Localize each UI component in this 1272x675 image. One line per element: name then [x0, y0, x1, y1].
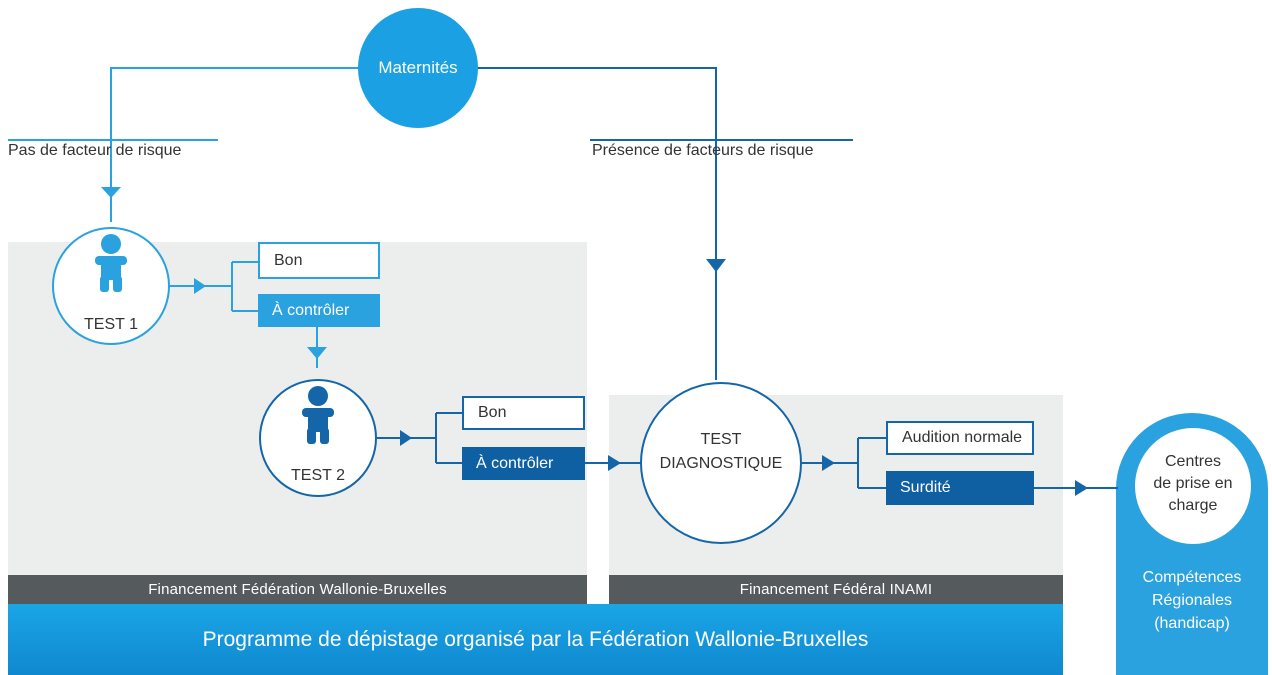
test1-check-label: À contrôler [272, 301, 350, 319]
test1-good-box: Bon [258, 242, 380, 279]
centres-line2: de prise en [1153, 475, 1233, 492]
centres-label: Centres de prise en charge [1135, 451, 1251, 517]
risk-factors-label: Présence de facteurs de risque [592, 142, 814, 159]
competences-label: Compétences Régionales (handicap) [1116, 566, 1268, 635]
test2-circle [259, 379, 377, 497]
baby-icon [302, 386, 334, 444]
competences-line2: Régionales [1151, 592, 1233, 609]
program-banner: Programme de dépistage organisé par la F… [8, 604, 1063, 675]
arrow-right-icon [194, 278, 206, 294]
test2-good-label: Bon [478, 404, 507, 421]
test2-label: TEST 2 [291, 467, 345, 484]
test1-circle [52, 227, 170, 345]
centres-line3: charge [1168, 497, 1218, 514]
funding-wallonie-label: Financement Fédération Wallonie-Bruxelle… [148, 581, 447, 598]
arrow-right-icon [608, 455, 621, 471]
arrow-right-icon [400, 430, 412, 446]
deafness-label: Surdité [900, 479, 951, 496]
test1-label: TEST 1 [84, 316, 138, 333]
test2-check-label: À contrôler [476, 454, 554, 472]
arrow-down-icon [101, 187, 121, 198]
arrow-right-icon [1075, 480, 1088, 496]
test2-check-box: À contrôler [462, 447, 585, 480]
funding-inami-label: Financement Fédéral INAMI [739, 581, 933, 598]
centres-line1: Centres [1164, 453, 1222, 470]
no-risk-label: Pas de facteur de risque [8, 142, 182, 159]
normal-hearing-label: Audition normale [902, 429, 1023, 446]
diagnostic-line1: TEST [700, 431, 742, 448]
test1-check-box: À contrôler [258, 294, 380, 327]
test1-good-label: Bon [274, 251, 303, 269]
test2-good-box: Bon [462, 396, 585, 430]
diagnostic-label: TEST DIAGNOSTIQUE [641, 428, 801, 476]
arrow-down-icon [307, 347, 327, 359]
diagnostic-circle [640, 382, 802, 544]
funding-inami-bar: Financement Fédéral INAMI [609, 575, 1063, 604]
funding-wallonie-bar: Financement Fédération Wallonie-Bruxelle… [8, 575, 587, 604]
competences-line1: Compétences [1142, 569, 1242, 586]
competences-line3: (handicap) [1154, 615, 1230, 632]
arrow-right-icon [822, 455, 835, 471]
diagnostic-line2: DIAGNOSTIQUE [659, 455, 783, 472]
centres-circle [1135, 428, 1251, 544]
baby-icon [95, 234, 127, 292]
maternites-circle [358, 8, 478, 128]
normal-hearing-box: Audition normale [886, 421, 1034, 455]
deafness-box: Surdité [886, 471, 1034, 505]
arrow-down-icon [706, 259, 726, 272]
program-label: Programme de dépistage organisé par la F… [202, 627, 869, 651]
maternites-label: Maternités [378, 58, 458, 77]
